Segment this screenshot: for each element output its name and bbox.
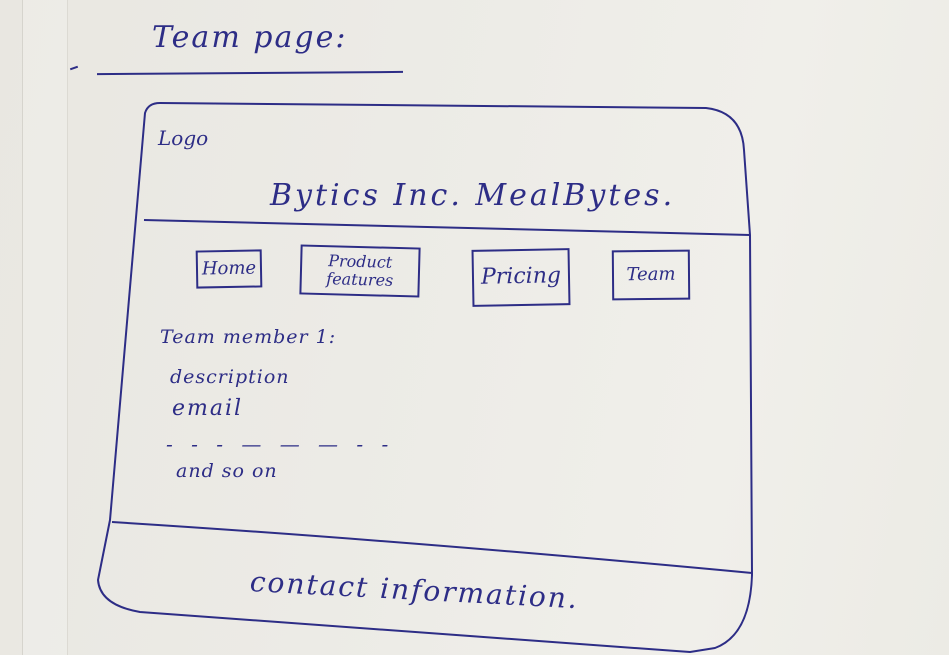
frame-outline (97, 102, 753, 653)
team-member-email: email (172, 396, 244, 421)
team-member-heading: Team member 1: (160, 326, 337, 348)
nav-team-button[interactable]: Team (611, 249, 691, 301)
nav-home-button[interactable]: Home (195, 249, 263, 289)
team-member-description: description (170, 366, 290, 388)
nav-product-features-button[interactable]: Product features (299, 244, 421, 298)
content-separator: - - - — — — - - (166, 432, 395, 456)
logo-placeholder: Logo (158, 126, 209, 150)
header-divider (143, 219, 751, 236)
page-title: Team page: (152, 20, 348, 55)
footer-divider (111, 521, 753, 574)
nav-pricing-button[interactable]: Pricing (471, 248, 571, 307)
notebook-margin (22, 0, 68, 655)
brand-name: Bytics Inc. MealBytes. (270, 178, 676, 213)
more-members-note: and so on (176, 460, 278, 482)
